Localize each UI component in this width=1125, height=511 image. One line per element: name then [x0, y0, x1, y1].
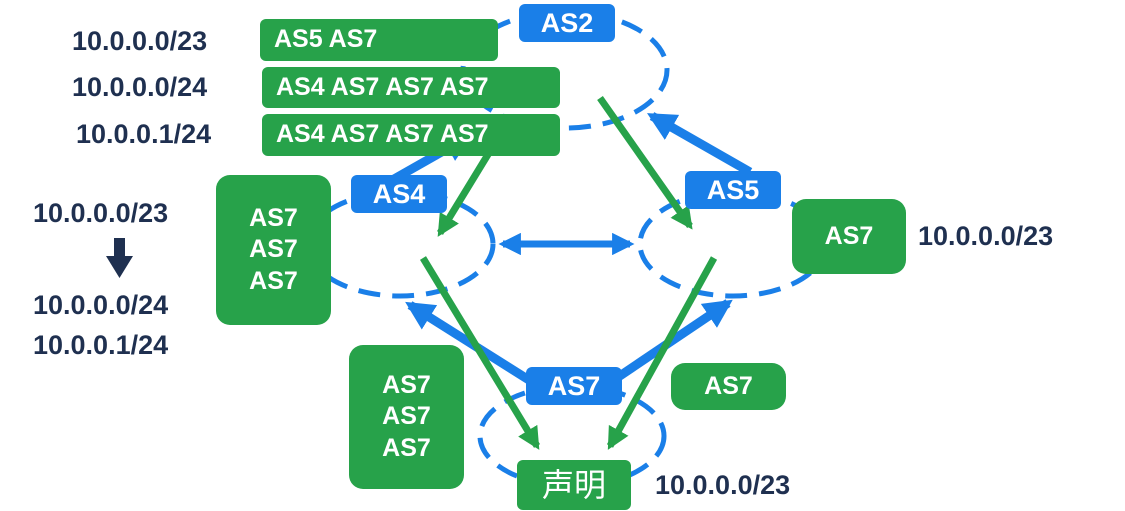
as4-prefix-after: 10.0.0.0/24	[33, 290, 169, 320]
transform-arrow-head	[106, 256, 133, 278]
as7-path-hop: AS7	[382, 402, 431, 431]
transform-arrow-shaft	[114, 238, 125, 258]
origin-prefix: 10.0.0.0/23	[655, 470, 791, 500]
as4-prefix-before: 10.0.0.0/23	[33, 198, 169, 228]
adv-as4-origin	[420, 256, 540, 450]
as2-route-path: AS4 AS7 AS7 AS7	[262, 67, 560, 108]
as4-label: AS4	[351, 175, 447, 213]
link-as5-as2	[646, 112, 753, 176]
adv-as5-origin	[606, 256, 718, 450]
as4-path-hop: AS7	[249, 204, 298, 233]
as7-label: AS7	[526, 367, 622, 405]
as4-path-hop: AS7	[249, 235, 298, 264]
as2-route-prefix: 10.0.0.1/24	[76, 119, 212, 149]
adv-as2-as4	[437, 141, 498, 237]
adv-as2-as5	[597, 95, 693, 230]
as2-label: AS2	[519, 4, 615, 42]
origin-announce-label: 声明	[517, 460, 631, 510]
as4-path-hop: AS7	[249, 266, 298, 295]
as5-path-box: AS7	[792, 199, 906, 274]
as5-label: AS5	[685, 171, 781, 209]
as4-prefix-after: 10.0.0.1/24	[33, 330, 169, 360]
as7-right-path-box: AS7	[671, 363, 786, 410]
as7-left-path-box: AS7 AS7 AS7	[349, 345, 464, 489]
as7-path-hop: AS7	[382, 433, 431, 462]
as2-route-prefix: 10.0.0.0/24	[72, 72, 208, 102]
as2-route-prefix: 10.0.0.0/23	[72, 26, 208, 56]
as2-route-path: AS5 AS7	[260, 19, 498, 61]
as2-route-path: AS4 AS7 AS7 AS7	[262, 114, 560, 156]
as4-path-box: AS7 AS7 AS7	[216, 175, 331, 325]
as5-prefix: 10.0.0.0/23	[918, 221, 1054, 251]
as7-path-hop: AS7	[382, 371, 431, 400]
